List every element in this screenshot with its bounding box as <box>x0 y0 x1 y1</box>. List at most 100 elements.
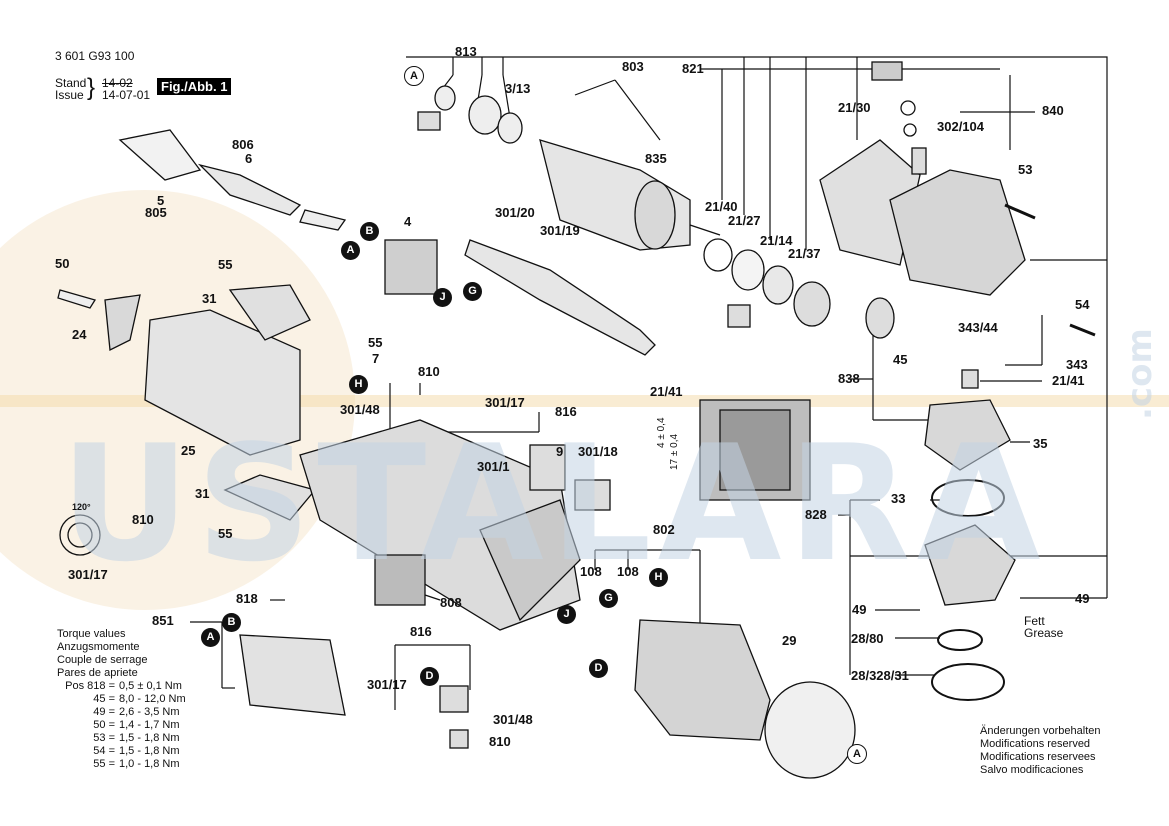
leader-lines <box>190 56 1108 710</box>
callout-j: J <box>557 605 576 624</box>
part-label: 818 <box>236 591 258 606</box>
part-label: 301/48 <box>493 712 533 727</box>
issue-value: 14-07-01 <box>102 88 151 102</box>
part-label: 31 <box>195 486 210 501</box>
issue-label: Issue <box>55 88 84 102</box>
part-label: 343 <box>1066 357 1088 372</box>
part-label: 55 <box>368 335 383 350</box>
part-label: 840 <box>1042 103 1064 118</box>
part-label: 25 <box>181 443 196 458</box>
part-label: 108 <box>617 564 639 579</box>
part-label: 828 <box>805 507 827 522</box>
callout-a: A <box>404 66 424 86</box>
part-label: 301/1 <box>477 459 510 474</box>
modifications-line-2: Modifications reserved <box>980 738 1091 750</box>
part-label: 6 <box>245 151 253 166</box>
part-label: 21/30 <box>838 100 871 115</box>
part-label: 302/104 <box>937 119 984 134</box>
torque-line-1: Torque values <box>57 628 126 640</box>
grease-en: Grease <box>1024 626 1064 640</box>
part-shapes <box>57 61 1096 779</box>
callout-h: H <box>649 568 668 587</box>
torque-table: Torque values Anzugsmomente Couple de se… <box>57 628 257 778</box>
callout-d: D <box>589 659 608 678</box>
part-label: 806 <box>232 137 254 152</box>
doc-number: 3 601 G93 100 <box>55 49 135 63</box>
watermark-suffix: .com <box>1120 328 1160 420</box>
callout-h: H <box>349 375 368 394</box>
part-label: 21/14 <box>760 233 793 248</box>
part-label: 31 <box>202 291 217 306</box>
part-label: 35 <box>1033 436 1048 451</box>
part-label: 838 <box>838 371 860 386</box>
part-label: 816 <box>555 404 577 419</box>
bracket-glyph: } <box>87 74 96 101</box>
part-label: 301/18 <box>578 444 618 459</box>
part-label: 5 <box>157 193 165 208</box>
modifications-note: Änderungen vorbehalten Modifications res… <box>980 725 1160 785</box>
part-label: 7 <box>372 351 380 366</box>
callout-a: A <box>847 744 867 764</box>
watermark-text: USTALARA <box>60 410 1047 597</box>
part-label: 805 <box>145 205 167 220</box>
torque-row-pos: Pos 818 = <box>65 680 115 692</box>
callout-d: D <box>420 667 439 686</box>
torque-line-3: Couple de serrage <box>57 654 148 666</box>
callout-a: A <box>341 241 360 260</box>
part-label: 821 <box>682 61 704 76</box>
torque-row-pos: 49 = <box>93 706 115 718</box>
part-label: 810 <box>132 512 154 527</box>
part-label: 55 <box>218 526 233 541</box>
torque-row-value: 8,0 - 12,0 Nm <box>119 693 186 705</box>
part-label: 49 <box>1075 591 1090 606</box>
callout-a: A <box>201 628 220 647</box>
part-label: 301/17 <box>367 677 407 692</box>
modifications-line-3: Modifications reservees <box>980 751 1096 763</box>
torque-row-value: 1,5 - 1,8 Nm <box>119 732 180 744</box>
torque-line-4: Pares de apriete <box>57 667 138 679</box>
part-label: 53 <box>1018 162 1033 177</box>
part-label: 55 <box>218 257 233 272</box>
part-label: 29 <box>782 633 797 648</box>
dimension-label-2: 17 ± 0,4 <box>669 433 680 470</box>
part-label: 810 <box>489 734 511 749</box>
part-label: 3/13 <box>505 81 531 96</box>
modifications-line-1: Änderungen vorbehalten <box>980 725 1101 737</box>
callout-b: B <box>360 222 379 241</box>
part-label: 21/37 <box>788 246 821 261</box>
part-label: 803 <box>622 59 644 74</box>
stand-label: Stand <box>55 76 87 90</box>
torque-row-pos: 50 = <box>93 719 115 731</box>
part-label: 835 <box>645 151 667 166</box>
part-label: 33 <box>891 491 906 506</box>
modifications-line-4: Salvo modificaciones <box>980 764 1084 776</box>
part-label: 49 <box>852 602 867 617</box>
torque-row-pos: 53 = <box>93 732 115 744</box>
part-label: 301/17 <box>485 395 525 410</box>
part-label: 301/20 <box>495 205 535 220</box>
part-label: 21/41 <box>650 384 683 399</box>
torque-row-pos: 45 = <box>93 693 115 705</box>
part-label: 851 <box>152 613 174 628</box>
part-label: 816 <box>410 624 432 639</box>
part-label: 21/40 <box>705 199 738 214</box>
callout-j: J <box>433 288 452 307</box>
torque-row-value: 1,0 - 1,8 Nm <box>119 758 180 770</box>
part-label: 810 <box>418 364 440 379</box>
callout-g: G <box>599 589 618 608</box>
part-label: 4 <box>404 214 412 229</box>
torque-row-value: 2,6 - 3,5 Nm <box>119 706 180 718</box>
torque-row-pos: 55 = <box>93 758 115 770</box>
part-label: 301/17 <box>68 567 108 582</box>
torque-row-pos: 54 = <box>93 745 115 757</box>
part-label: 28/80 <box>851 631 884 646</box>
part-label: 301/48 <box>340 402 380 417</box>
torque-line-2: Anzugsmomente <box>57 641 140 653</box>
part-label: 24 <box>72 327 87 342</box>
torque-row-value: 1,4 - 1,7 Nm <box>119 719 180 731</box>
callout-g: G <box>463 282 482 301</box>
torque-row-value: 0,5 ± 0,1 Nm <box>119 680 182 692</box>
part-label: 343/44 <box>958 320 998 335</box>
grease-de: Fett <box>1024 614 1045 628</box>
